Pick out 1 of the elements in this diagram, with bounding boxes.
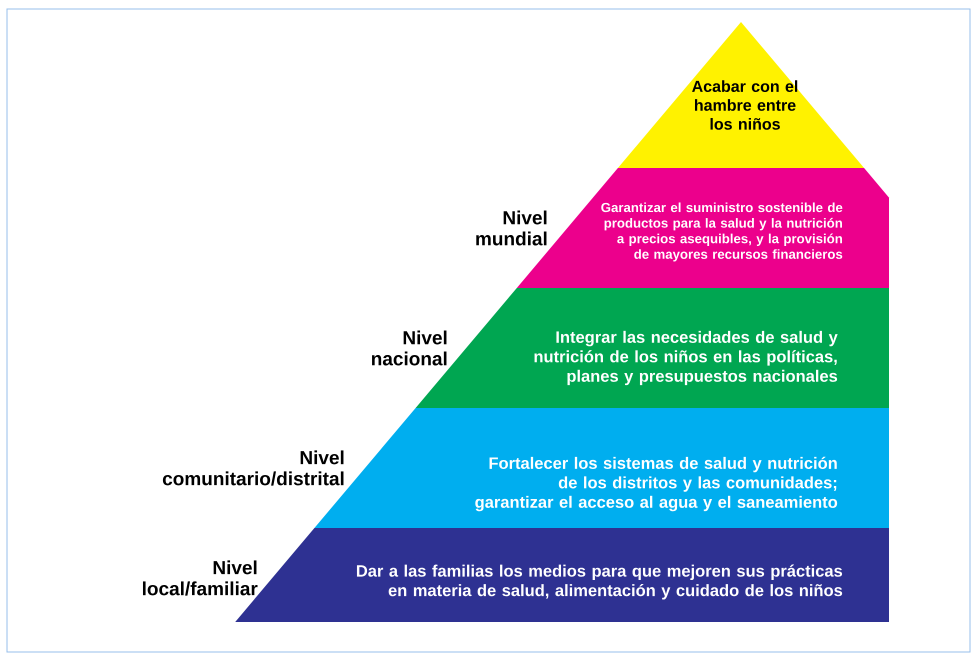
pyramid-band: Acabar con el hambre entre los niños bbox=[618, 22, 864, 168]
